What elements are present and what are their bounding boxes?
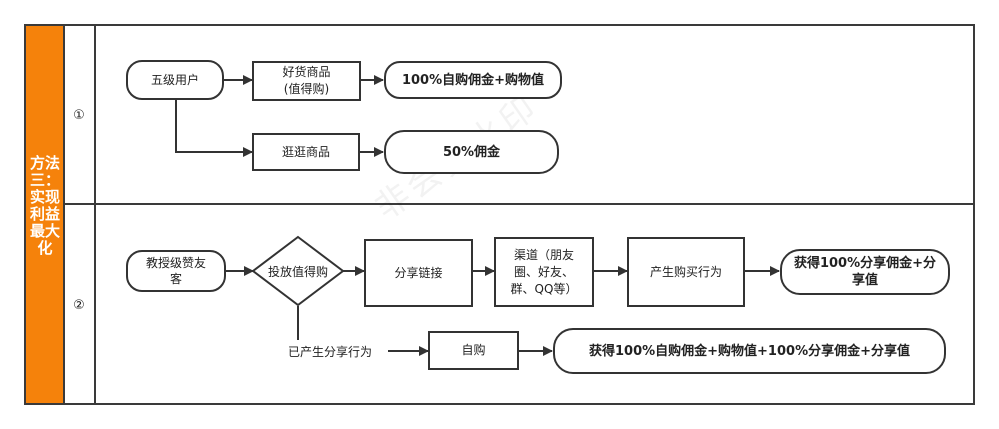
node-channel-label: 渠道（朋友 圈、好友、 群、QQ等） — [510, 247, 578, 296]
node-browse-item: 逛逛商品 — [252, 133, 360, 171]
decision-label: 投放值得购 — [267, 265, 328, 279]
section-side-bar — [26, 26, 64, 403]
node-browse-result: 50%佣金 — [384, 130, 559, 174]
node-professor-user: 教授级赞友 客 — [126, 250, 226, 292]
node-self-result: 获得100%自购佣金+购物值+100%分享佣金+分享值 — [553, 328, 946, 374]
node-share-result: 获得100%分享佣金+分 享值 — [780, 249, 950, 295]
row-divider — [64, 203, 973, 205]
node-good-result-label: 100%自购佣金+购物值 — [401, 72, 545, 88]
node-purchase: 产生购买行为 — [627, 237, 745, 307]
node-browse-item-label: 逛逛商品 — [281, 144, 330, 159]
arrow-user-to-browse — [175, 100, 253, 157]
row-index-2: ② — [73, 298, 85, 313]
node-browse-result-label: 50%佣金 — [442, 144, 501, 160]
node-share-link-label: 分享链接 — [394, 265, 443, 280]
node-five-level-user: 五级用户 — [126, 60, 224, 100]
content-column-divider — [94, 26, 96, 403]
node-good-result: 100%自购佣金+购物值 — [384, 61, 562, 99]
branch-label: 已产生分享行为 — [288, 345, 373, 359]
node-good-item-label: 好货商品 (值得购) — [282, 65, 331, 96]
node-self-buy: 自购 — [428, 331, 519, 370]
node-purchase-label: 产生购买行为 — [649, 264, 722, 279]
node-self-result-label: 获得100%自购佣金+购物值+100%分享佣金+分享值 — [588, 343, 910, 359]
node-good-item: 好货商品 (值得购) — [252, 61, 361, 101]
decision-diamond — [251, 235, 345, 307]
index-column-divider — [63, 26, 65, 403]
node-channel: 渠道（朋友 圈、好友、 群、QQ等） — [494, 237, 594, 307]
node-self-buy-label: 自购 — [461, 343, 486, 357]
node-share-result-label: 获得100%分享佣金+分 享值 — [793, 256, 937, 288]
node-five-level-user-label: 五级用户 — [150, 72, 199, 87]
node-professor-user-label: 教授级赞友 客 — [145, 256, 206, 286]
section-title: 方法三：实现利益最大化 — [29, 154, 60, 257]
node-share-link: 分享链接 — [364, 239, 473, 307]
diagram-frame — [24, 24, 975, 405]
row-index-1: ① — [73, 108, 85, 123]
